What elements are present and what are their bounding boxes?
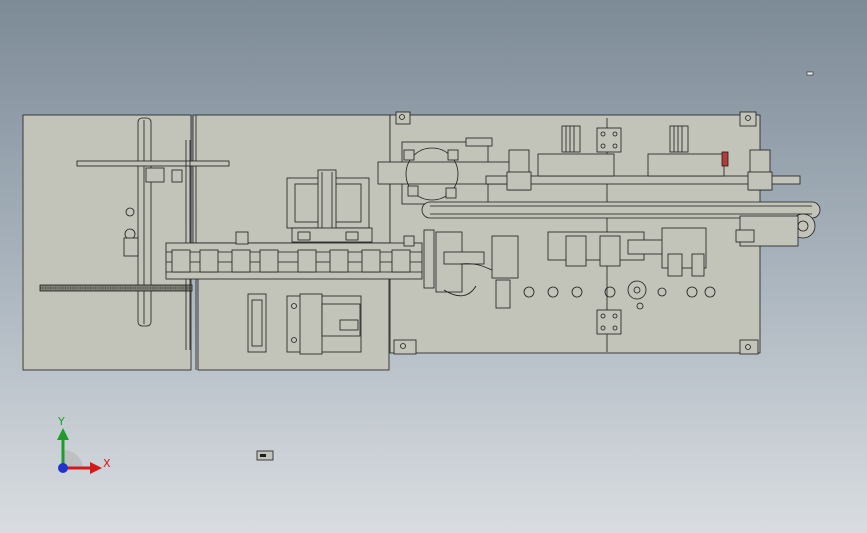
feed-rail xyxy=(485,175,801,185)
conveyor-end-block xyxy=(403,235,415,247)
press-guide xyxy=(345,231,359,241)
conveyor-fixture xyxy=(329,249,349,273)
mounting-hole xyxy=(627,280,647,300)
mounting-hole xyxy=(636,302,644,310)
x-axis-label: X xyxy=(103,457,111,470)
slide-module xyxy=(491,235,519,279)
valve-bank xyxy=(561,125,581,153)
left-base-plate xyxy=(22,114,192,371)
rotary-table xyxy=(405,147,459,201)
triad-arc xyxy=(64,450,83,469)
mounting-hole xyxy=(604,286,616,298)
mounting-block xyxy=(596,127,622,153)
mounting-hole xyxy=(571,286,583,298)
conveyor-fixture xyxy=(199,249,219,273)
bracket-bolt xyxy=(745,115,751,121)
gantry-bracket xyxy=(123,237,139,257)
bracket-bolt xyxy=(399,114,405,120)
bracket-bolt xyxy=(400,343,406,349)
conveyor-fixture xyxy=(361,249,381,273)
press-ram xyxy=(317,169,337,231)
conveyor-end-block xyxy=(235,231,249,245)
valve-bank xyxy=(669,125,689,153)
mounting-hole xyxy=(657,287,667,297)
mounting-hole xyxy=(686,286,698,298)
cable-harness xyxy=(443,285,477,297)
rotary-cap xyxy=(465,137,493,147)
pneumatic-fitting xyxy=(125,207,135,217)
view-marker-icon xyxy=(806,71,814,76)
conveyor-fixture xyxy=(297,249,317,273)
conveyor-fixture xyxy=(171,249,191,273)
bracket-bolt xyxy=(745,344,751,350)
cable-harness xyxy=(459,263,493,271)
conveyor-fixture xyxy=(391,249,411,273)
conveyor-fixture xyxy=(231,249,251,273)
top-frame xyxy=(537,153,615,177)
z-axis-dot xyxy=(58,463,68,473)
pneumatic-fitting xyxy=(124,228,136,240)
horizontal-arm xyxy=(76,160,230,167)
mounting-hole xyxy=(547,286,559,298)
mounting-hole xyxy=(523,286,535,298)
vertical-gantry-rail xyxy=(137,117,152,327)
y-axis-label: Y xyxy=(58,415,65,428)
mounting-hole xyxy=(704,286,716,298)
machine-assembly[interactable] xyxy=(22,111,821,371)
sensor-block xyxy=(171,169,183,183)
coordinate-triad[interactable] xyxy=(57,428,102,474)
press-guide xyxy=(297,231,311,241)
top-frame xyxy=(647,153,725,177)
mounting-hole xyxy=(633,286,641,294)
gantry-carriage xyxy=(145,167,165,183)
mounting-block xyxy=(596,309,622,335)
conveyor-fixture xyxy=(259,249,279,273)
